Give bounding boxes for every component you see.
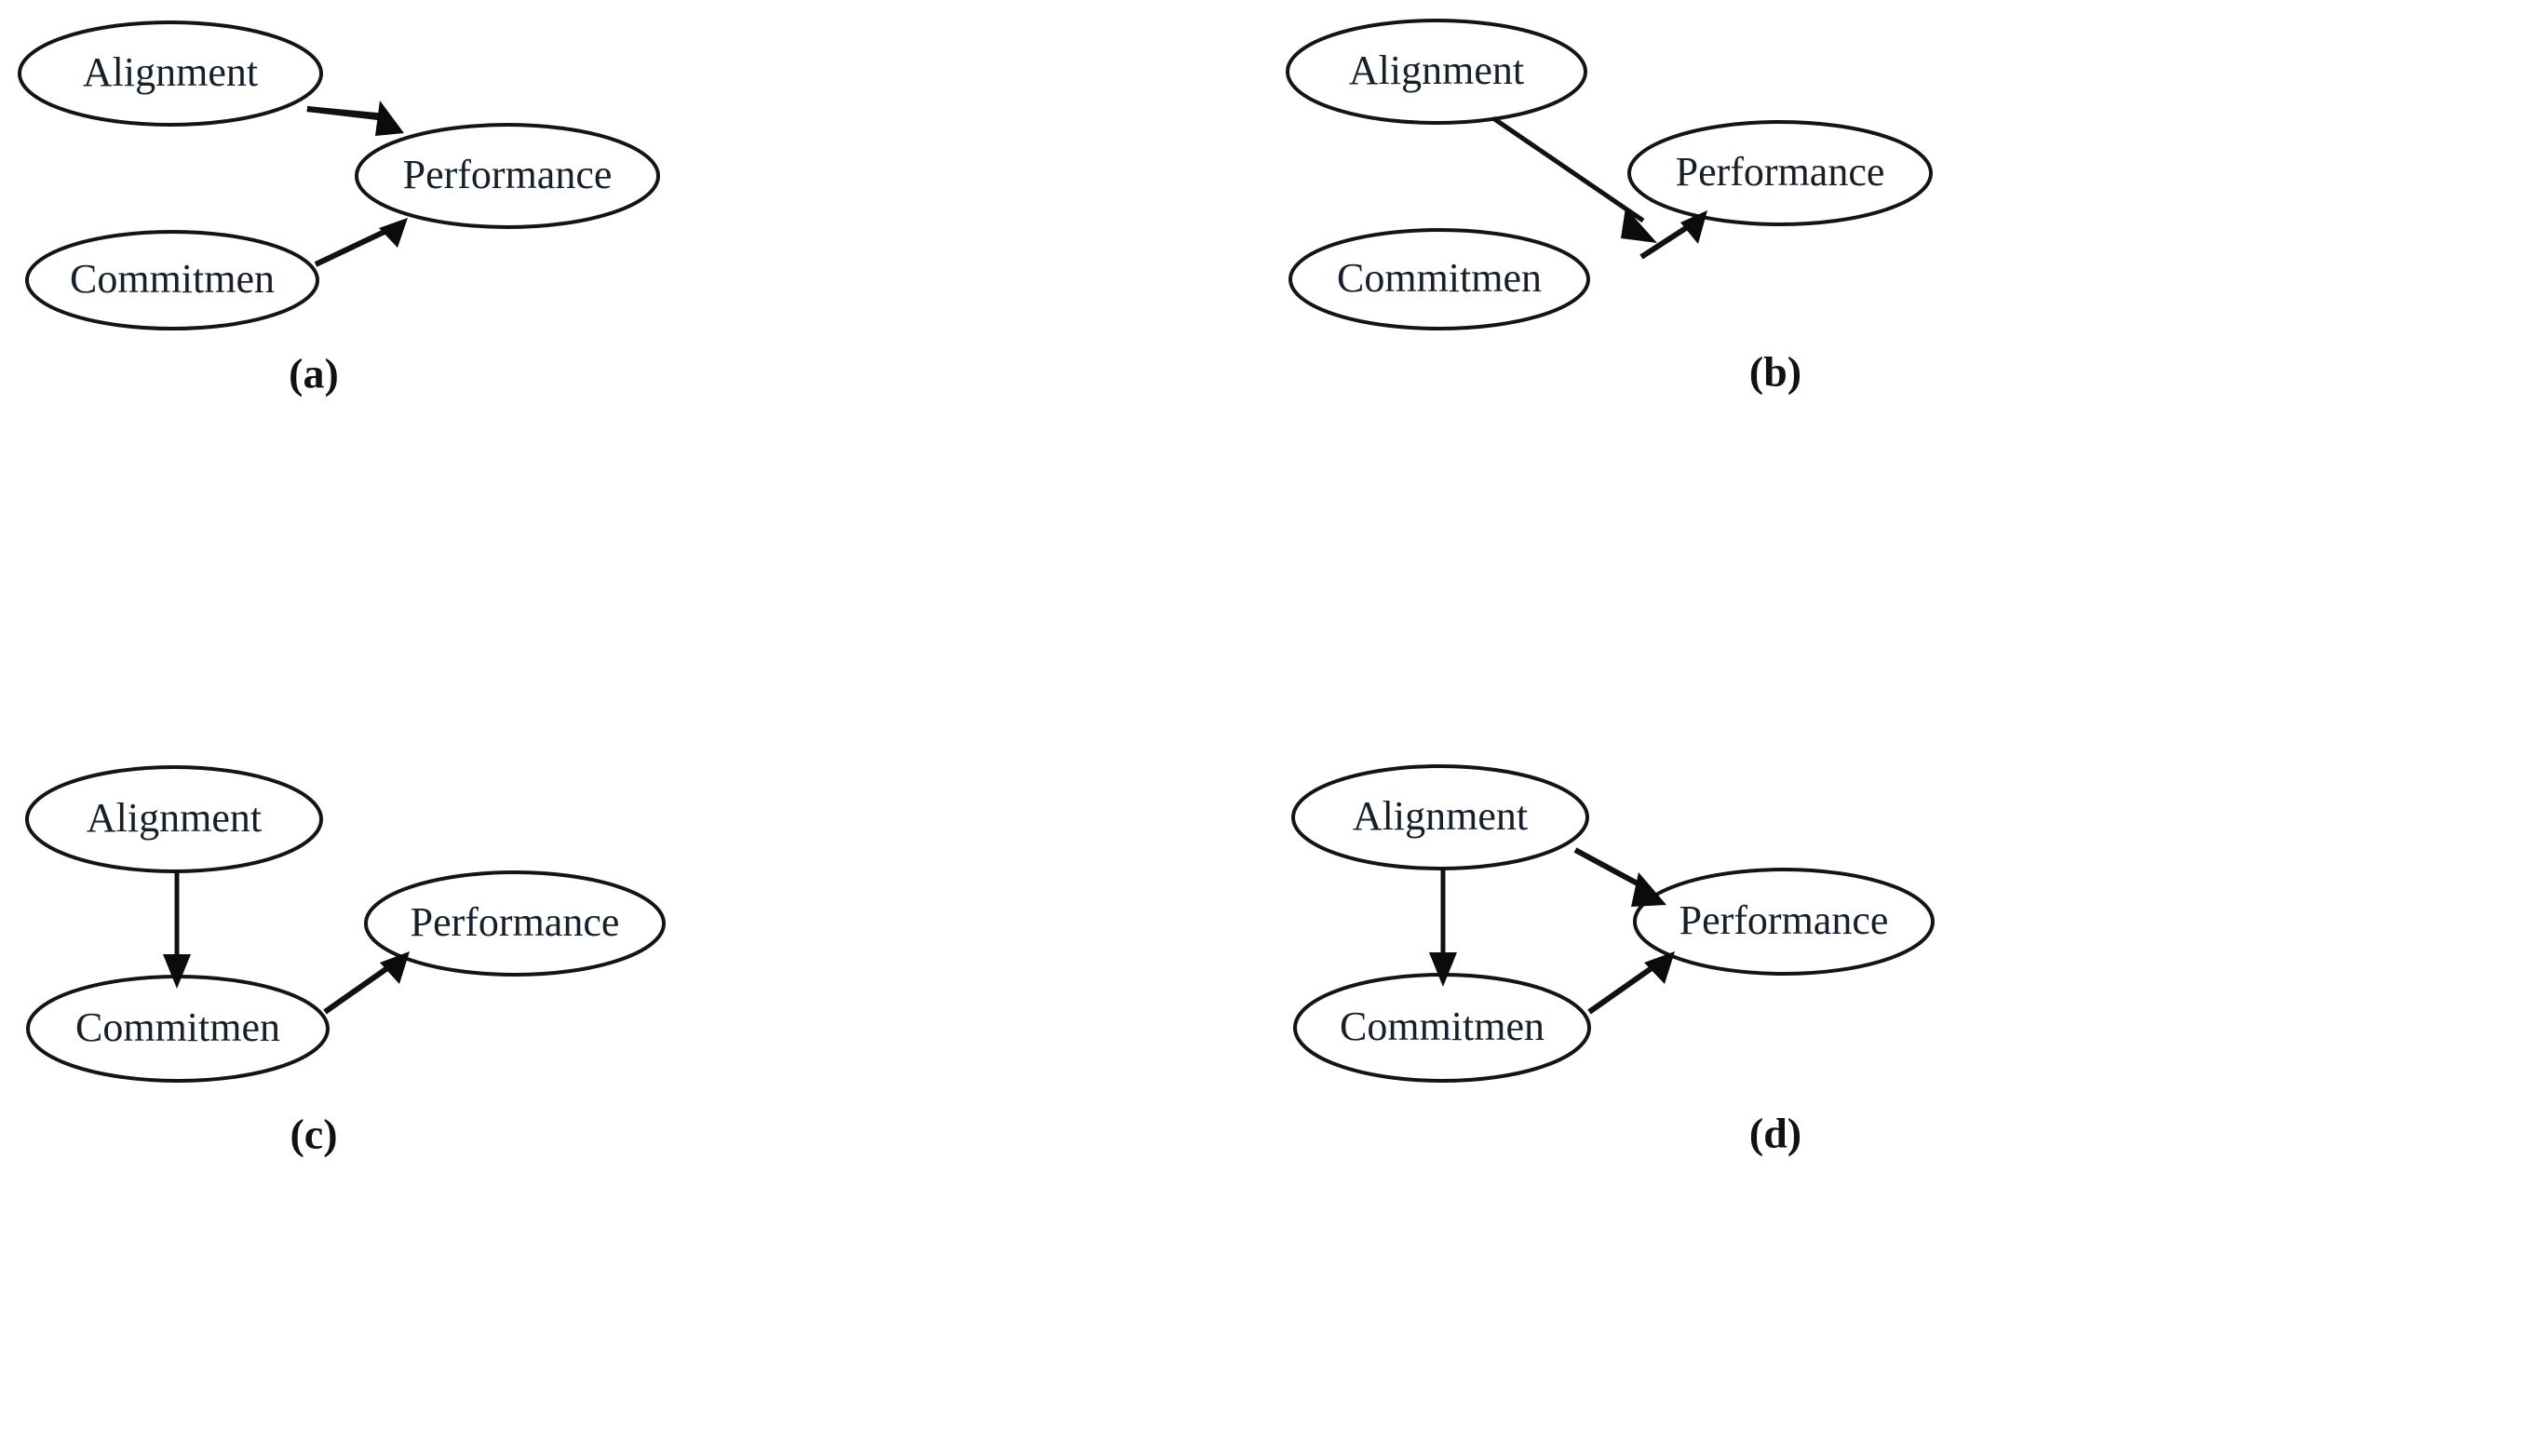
node-performance: Performance [1627, 120, 1933, 226]
node-commitment: Commitmen [1293, 973, 1591, 1083]
node-performance: Performance [1633, 868, 1935, 976]
arrow-head-icon [380, 951, 410, 984]
performance-ellipse [1633, 868, 1935, 976]
edge-line [323, 965, 389, 1015]
edge-line [1491, 115, 1645, 223]
alignment-ellipse [25, 765, 323, 873]
panel-caption-a: (a) [289, 350, 339, 398]
node-commitment: Commitmen [25, 230, 319, 330]
edge-line [1573, 847, 1648, 891]
commitment-label: Commitmen [70, 256, 275, 302]
edge-alignment-to-performance [306, 101, 404, 136]
alignment-label: Alignment [87, 795, 262, 841]
edge-line [1587, 965, 1653, 1015]
commitment-label: Commitmen [1337, 255, 1542, 301]
panel-caption-b: (b) [1749, 348, 1801, 396]
commitment-ellipse [1288, 228, 1590, 330]
panel-c: Alignment Performance Commitmen (c) [0, 728, 1268, 1456]
alignment-label: Alignment [83, 49, 258, 95]
node-performance: Performance [364, 870, 666, 977]
performance-label: Performance [403, 152, 613, 197]
performance-label: Performance [1676, 149, 1885, 195]
edge-line [1639, 223, 1691, 260]
panel-b: Alignment Performance Commitmen (b) [1268, 0, 2536, 728]
commitment-label: Commitmen [1340, 1004, 1545, 1049]
alignment-label: Alignment [1349, 47, 1524, 93]
edge-commitment-to-performance [1639, 210, 1707, 260]
edge-commitment-to-performance [1587, 951, 1675, 1015]
arrow-head-icon [1631, 872, 1666, 907]
commitment-ellipse [25, 230, 319, 330]
arrow-head-icon [1429, 952, 1457, 987]
performance-ellipse [355, 123, 660, 229]
panel-caption-c: (c) [290, 1111, 337, 1158]
performance-ellipse [1627, 120, 1933, 226]
edge-alignment-to-commitment [1491, 115, 1657, 243]
edge-commitment-to-performance [314, 218, 408, 267]
alignment-label: Alignment [1353, 793, 1528, 839]
panel-a: Alignment Performance Commitmen (a) [0, 0, 1268, 728]
edge-line [314, 228, 388, 267]
alignment-ellipse [1286, 19, 1587, 125]
node-alignment: Alignment [18, 20, 323, 127]
performance-label: Performance [1679, 897, 1889, 943]
node-commitment: Commitmen [1288, 228, 1590, 330]
arrow-head-icon [375, 101, 404, 136]
edge-alignment-to-commitment [163, 870, 191, 989]
arrow-head-icon [163, 954, 191, 989]
arrow-head-icon [1680, 210, 1707, 244]
panel-caption-d: (d) [1749, 1110, 1801, 1157]
node-alignment: Alignment [1286, 19, 1587, 125]
edge-commitment-to-performance [323, 951, 410, 1015]
node-performance: Performance [355, 123, 660, 229]
panel-d: Alignment Performance Commitmen [1268, 728, 2536, 1456]
edge-alignment-to-commitment [1429, 868, 1457, 987]
commitment-label: Commitmen [75, 1004, 280, 1050]
arrow-head-icon [1644, 951, 1675, 984]
performance-ellipse [364, 870, 666, 977]
arrow-head-icon [379, 218, 408, 248]
edge-line-overlay [306, 106, 386, 121]
edge-alignment-to-performance [1573, 847, 1666, 907]
node-alignment: Alignment [1291, 764, 1589, 870]
alignment-ellipse [18, 20, 323, 127]
arrow-head-icon [1621, 208, 1657, 243]
node-commitment: Commitmen [26, 975, 330, 1083]
alignment-ellipse [1291, 764, 1589, 870]
performance-label: Performance [411, 899, 620, 945]
node-alignment: Alignment [25, 765, 323, 873]
